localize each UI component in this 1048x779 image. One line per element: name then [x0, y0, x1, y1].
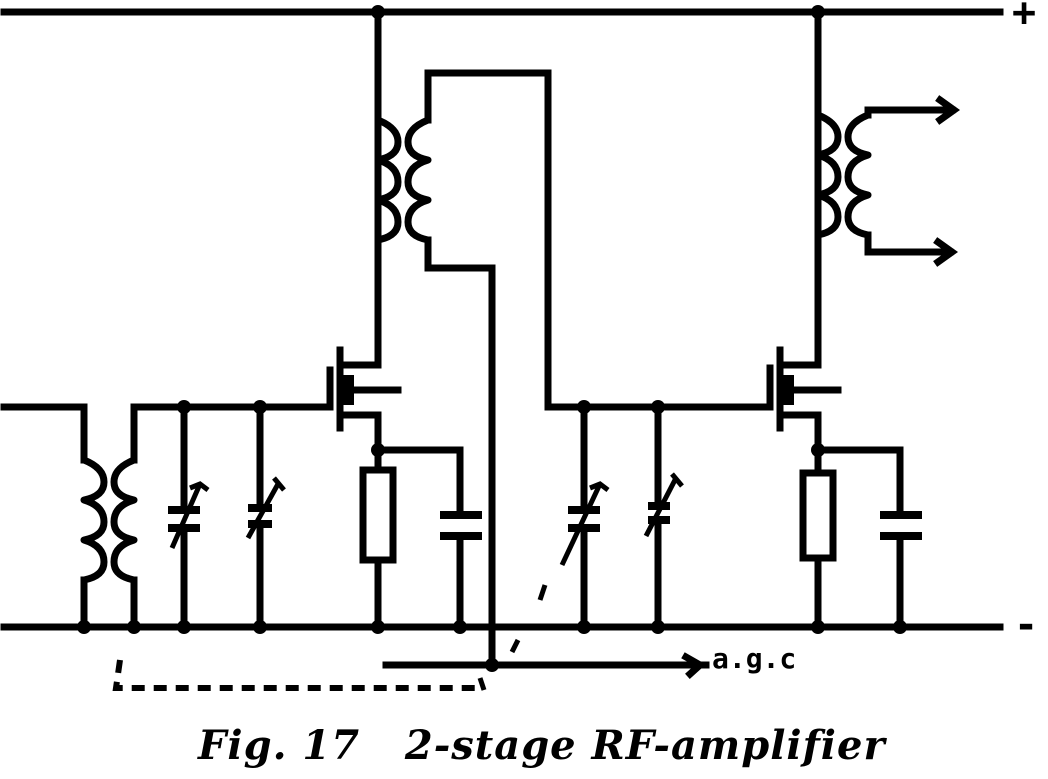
- interstage-transformer: [374, 69, 588, 669]
- stage1-mosfet: [326, 8, 402, 454]
- input-transformer: [0, 403, 188, 631]
- stage2-tuning: [559, 403, 774, 631]
- negative-rail-label: -: [1014, 602, 1039, 648]
- agc-line: [382, 652, 710, 679]
- stage1-tuning: [168, 403, 334, 631]
- gang-linkage: [112, 584, 548, 691]
- agc-label: a.g.c: [712, 642, 797, 675]
- figure-caption: Fig. 17 2-stage RF-amplifier: [198, 722, 886, 769]
- junction-dots: [77, 5, 907, 672]
- stage2-source-network: [799, 446, 922, 631]
- positive-rail-label: +: [1012, 0, 1037, 36]
- output-transformer: [814, 95, 961, 267]
- stage2-mosfet: [766, 8, 842, 454]
- stage1-source-network: [359, 446, 482, 631]
